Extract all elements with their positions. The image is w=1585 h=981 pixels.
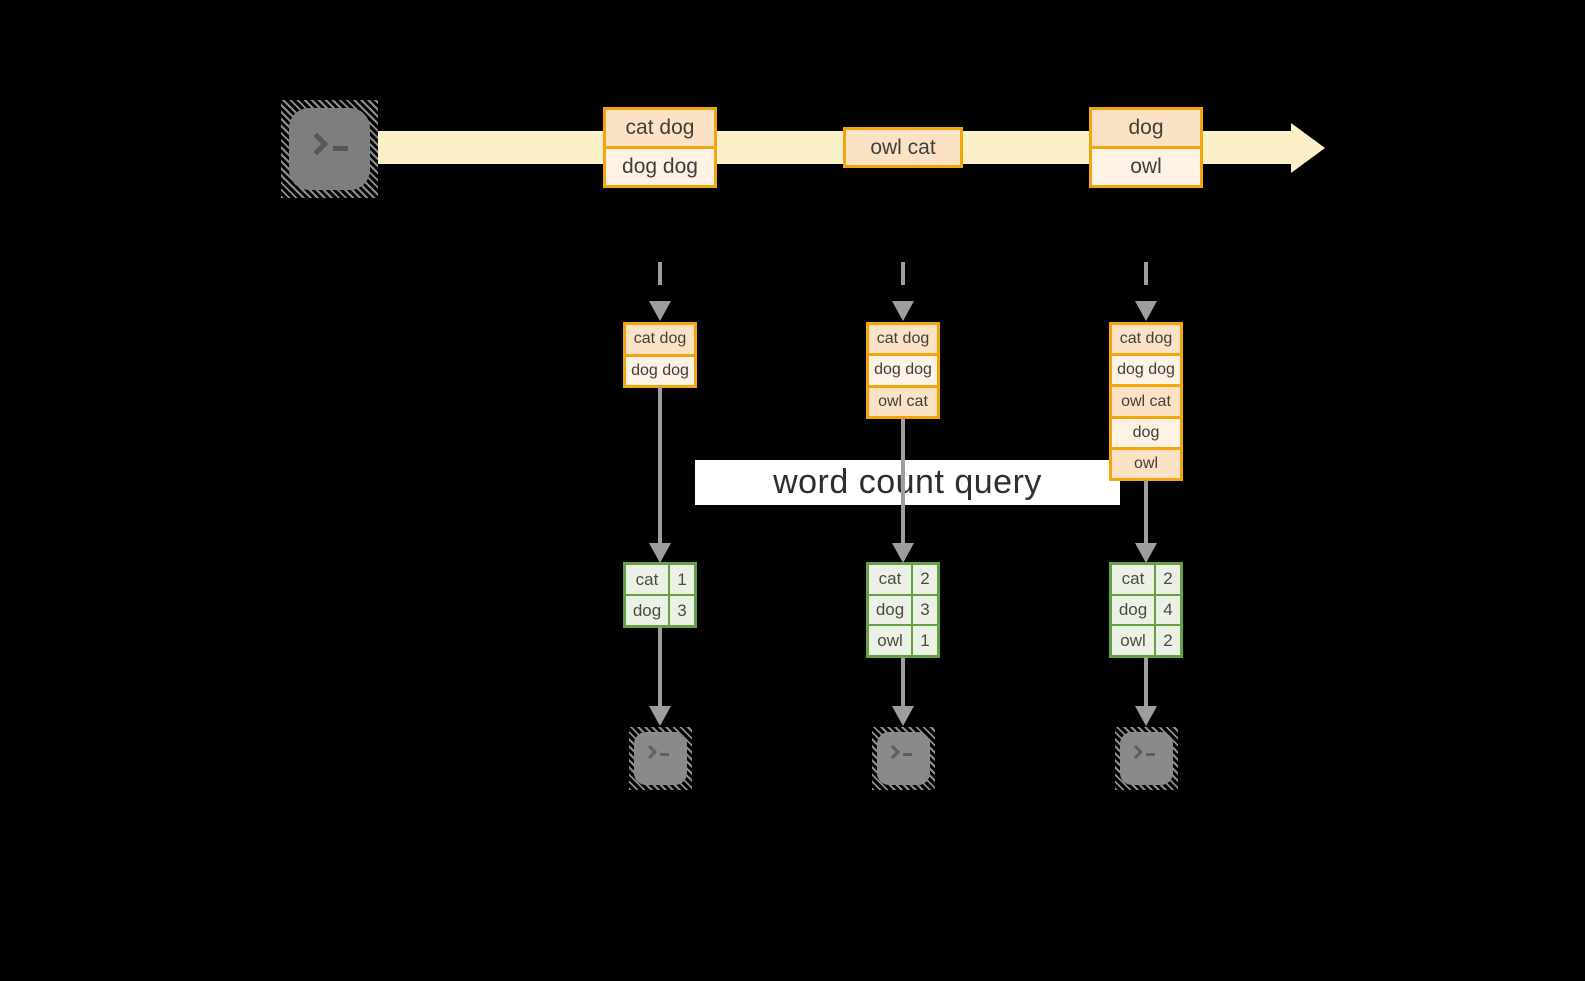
- count-cell: 1: [913, 626, 937, 655]
- input-row: cat dog: [869, 325, 937, 354]
- terminal-screen: [634, 732, 687, 785]
- stream-event-batch-2: owl cat: [843, 127, 963, 168]
- event-row: dog: [1092, 110, 1200, 146]
- query-arrow-line-1: [658, 387, 662, 544]
- word-cell: cat: [869, 565, 911, 594]
- trigger-arrow-dash-2: [901, 262, 905, 285]
- stream-event-batch-3: dog owl: [1089, 107, 1203, 188]
- output-arrow-line-2: [901, 657, 905, 707]
- result-table-1: cat 1 dog 3: [623, 562, 697, 628]
- event-row: owl cat: [846, 130, 960, 165]
- prompt-chevron-icon: [305, 132, 329, 156]
- count-cell: 2: [1156, 626, 1180, 655]
- terminal-sink-icon-2: [872, 727, 935, 790]
- stream-event-batch-1: cat dog dog dog: [603, 107, 717, 188]
- event-row: cat dog: [606, 110, 714, 146]
- prompt-chevron-icon: [1128, 744, 1144, 760]
- input-row: owl cat: [869, 384, 937, 416]
- input-row: dog dog: [869, 353, 937, 385]
- input-table-window-3: cat dog dog dog owl cat dog owl: [1109, 322, 1183, 481]
- count-cell: 2: [913, 565, 937, 594]
- count-cell: 1: [670, 565, 694, 594]
- input-row: owl: [1112, 446, 1180, 479]
- input-row: dog dog: [1112, 353, 1180, 385]
- trigger-arrow-dash-3: [1144, 262, 1148, 285]
- query-label: word count query: [773, 463, 1042, 501]
- event-row: dog dog: [606, 146, 714, 185]
- word-cell: dog: [1112, 595, 1154, 625]
- result-table-2: cat 2 dog 3 owl 1: [866, 562, 940, 658]
- output-arrow-line-3: [1144, 657, 1148, 707]
- trigger-arrow-dash-1: [658, 262, 662, 285]
- terminal-sink-icon-1: [629, 727, 692, 790]
- output-arrowhead-2: [892, 706, 914, 726]
- input-table-window-1: cat dog dog dog: [623, 322, 697, 388]
- terminal-screen: [289, 108, 370, 190]
- word-cell: dog: [869, 595, 911, 625]
- trigger-arrowhead-3: [1135, 301, 1157, 321]
- prompt-cursor-icon: [1146, 753, 1155, 756]
- query-arrow-line-3: [1144, 480, 1148, 544]
- word-cell: owl: [869, 626, 911, 655]
- event-stream-arrowhead: [1291, 123, 1325, 173]
- trigger-arrowhead-1: [649, 301, 671, 321]
- prompt-cursor-icon: [903, 753, 912, 756]
- trigger-arrowhead-2: [892, 301, 914, 321]
- prompt-chevron-icon: [642, 744, 658, 760]
- input-row: cat dog: [626, 325, 694, 354]
- input-row: owl cat: [1112, 384, 1180, 416]
- prompt-chevron-icon: [885, 744, 901, 760]
- output-arrowhead-3: [1135, 706, 1157, 726]
- prompt-cursor-icon: [660, 753, 669, 756]
- input-row: dog: [1112, 415, 1180, 447]
- count-cell: 2: [1156, 565, 1180, 594]
- terminal-source-icon: [281, 100, 378, 198]
- word-cell: cat: [626, 565, 668, 594]
- query-arrowhead-1: [649, 543, 671, 563]
- result-table-3: cat 2 dog 4 owl 2: [1109, 562, 1183, 658]
- output-arrow-line-1: [658, 627, 662, 707]
- query-arrowhead-2: [892, 543, 914, 563]
- word-cell: owl: [1112, 626, 1154, 655]
- query-arrow-line-2: [901, 418, 905, 544]
- prompt-cursor-icon: [333, 146, 348, 151]
- word-cell: dog: [626, 596, 668, 625]
- query-arrowhead-3: [1135, 543, 1157, 563]
- word-cell: cat: [1112, 565, 1154, 594]
- output-arrowhead-1: [649, 706, 671, 726]
- event-row: owl: [1092, 146, 1200, 185]
- input-row: cat dog: [1112, 325, 1180, 354]
- input-row: dog dog: [626, 353, 694, 385]
- query-label-band: word count query: [695, 460, 1120, 505]
- count-cell: 3: [913, 595, 937, 625]
- input-table-window-2: cat dog dog dog owl cat: [866, 322, 940, 419]
- terminal-sink-icon-3: [1115, 727, 1178, 790]
- terminal-screen: [877, 732, 930, 785]
- count-cell: 4: [1156, 595, 1180, 625]
- terminal-screen: [1120, 732, 1173, 785]
- count-cell: 3: [670, 596, 694, 625]
